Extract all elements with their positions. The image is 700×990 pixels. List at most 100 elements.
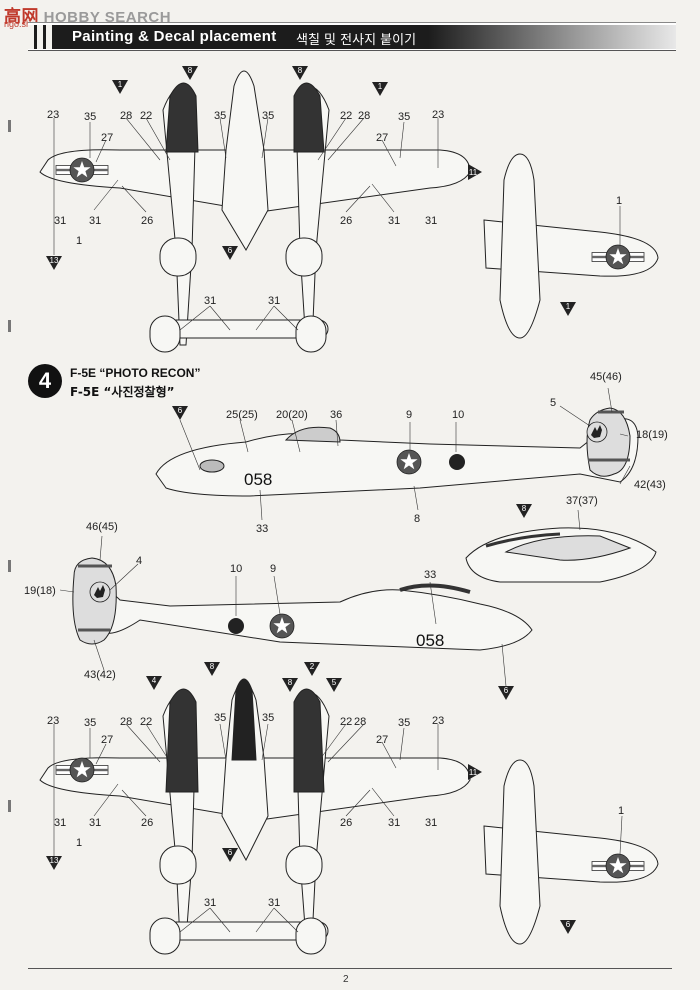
svg-text:5: 5 <box>332 678 337 687</box>
color-callouts: 4 8 8 2 5 6 11 13 <box>46 662 482 870</box>
part-label: 1 <box>76 837 82 849</box>
part-label: 1 <box>618 805 624 817</box>
part-label: 46(45) <box>86 521 118 533</box>
other-side-labels: 46(45) 4 19(18) 43(42) 10 9 33 <box>24 521 436 681</box>
svg-text:6: 6 <box>228 246 233 255</box>
svg-text:6: 6 <box>228 848 233 857</box>
binder-mark <box>8 320 11 332</box>
part-label: 31 <box>268 897 280 909</box>
part-label: 35 <box>214 110 226 122</box>
part-label: 43(42) <box>84 669 116 681</box>
leader-lines <box>53 723 439 933</box>
binder-mark <box>8 560 11 572</box>
part-label: 25(25) <box>226 409 258 421</box>
svg-text:6: 6 <box>504 686 509 695</box>
watermark: 高网 HOBBY SEARCH <box>4 2 171 27</box>
part-label: 23 <box>47 715 59 727</box>
part-label: 22 <box>140 110 152 122</box>
squadron-badge <box>228 618 244 634</box>
section-title: Painting & Decal placement <box>72 28 277 45</box>
leader-lines <box>53 117 439 331</box>
part-label: 28 <box>354 716 366 728</box>
step-title-korean: F-5E “사진정찰형” <box>70 385 175 399</box>
svg-text:8: 8 <box>522 504 527 513</box>
top-plan-view <box>39 70 471 353</box>
part-label: 1 <box>616 195 622 207</box>
svg-text:13: 13 <box>50 856 59 865</box>
part-label: 22 <box>340 110 352 122</box>
part-label: 27 <box>101 132 113 144</box>
color-callout <box>560 302 576 316</box>
part-label: 23 <box>432 109 444 121</box>
part-label: 31 <box>388 817 400 829</box>
part-label: 37(37) <box>566 495 598 507</box>
serial-number: 058 <box>416 631 444 650</box>
part-label: 31 <box>268 295 280 307</box>
side-view-labels: 25(25) 20(20) 36 9 10 5 45(46) 18(19) 42… <box>226 371 668 535</box>
part-label: 35 <box>214 712 226 724</box>
part-label: 31 <box>388 215 400 227</box>
part-label: 5 <box>550 397 556 409</box>
part-label: 1 <box>76 235 82 247</box>
part-label: 36 <box>330 409 342 421</box>
squadron-emblem <box>89 581 111 603</box>
part-label: 18(19) <box>636 429 668 441</box>
part-label: 35 <box>398 717 410 729</box>
part-label: 27 <box>376 734 388 746</box>
part-label: 10 <box>452 409 464 421</box>
header-background <box>28 25 428 49</box>
part-label: 20(20) <box>276 409 308 421</box>
step-title: F-5E “PHOTO RECON” <box>70 366 201 380</box>
left-radiator <box>159 237 197 277</box>
svg-text:1: 1 <box>118 80 123 89</box>
part-label: 28 <box>358 110 370 122</box>
part-label: 28 <box>120 716 132 728</box>
part-label: 28 <box>120 110 132 122</box>
leader-lines <box>239 387 631 521</box>
side-view <box>155 407 639 497</box>
left-fin <box>149 315 181 353</box>
bottom-plan-labels: 23 35 27 28 22 35 35 22 28 35 27 23 31 3… <box>47 712 444 909</box>
part-label: 26 <box>340 817 352 829</box>
color-callout <box>516 504 532 518</box>
canopy-view <box>465 527 657 583</box>
header-rule <box>28 50 676 51</box>
color-callout <box>560 920 576 934</box>
svg-text:1: 1 <box>566 302 571 311</box>
nacelle-top-right <box>293 82 325 153</box>
watermark-logo: 高网 <box>4 7 39 26</box>
part-label: 9 <box>406 409 412 421</box>
part-label: 22 <box>340 716 352 728</box>
national-insignia <box>396 449 422 475</box>
part-label: 31 <box>89 817 101 829</box>
part-label: 26 <box>141 215 153 227</box>
binder-mark <box>8 800 11 812</box>
part-label: 31 <box>54 817 66 829</box>
svg-text:1: 1 <box>378 82 383 91</box>
svg-text:6: 6 <box>566 920 571 929</box>
binder-mark <box>8 120 11 132</box>
svg-text:8: 8 <box>210 662 215 671</box>
squadron-badge <box>449 454 465 470</box>
page-number: 2 <box>343 974 349 985</box>
part-label: 33 <box>424 569 436 581</box>
svg-text:8: 8 <box>188 66 193 75</box>
part-label: 10 <box>230 563 242 575</box>
header-stripes <box>28 25 68 49</box>
part-label: 31 <box>204 295 216 307</box>
part-label: 35 <box>262 110 274 122</box>
part-label: 35 <box>84 111 96 123</box>
part-label: 23 <box>47 109 59 121</box>
color-callouts: 1 8 8 1 6 11 13 <box>46 66 482 270</box>
part-label: 31 <box>89 215 101 227</box>
bottom-plan-view <box>39 678 471 955</box>
part-label: 26 <box>340 215 352 227</box>
part-label: 22 <box>140 716 152 728</box>
svg-text:11: 11 <box>469 168 478 177</box>
svg-text:6: 6 <box>178 406 183 415</box>
part-label: 35 <box>84 717 96 729</box>
section-header: Painting & Decal placement 색칠 및 전사지 붙이기 <box>28 22 676 51</box>
part-label: 8 <box>414 513 420 525</box>
part-label: 9 <box>270 563 276 575</box>
